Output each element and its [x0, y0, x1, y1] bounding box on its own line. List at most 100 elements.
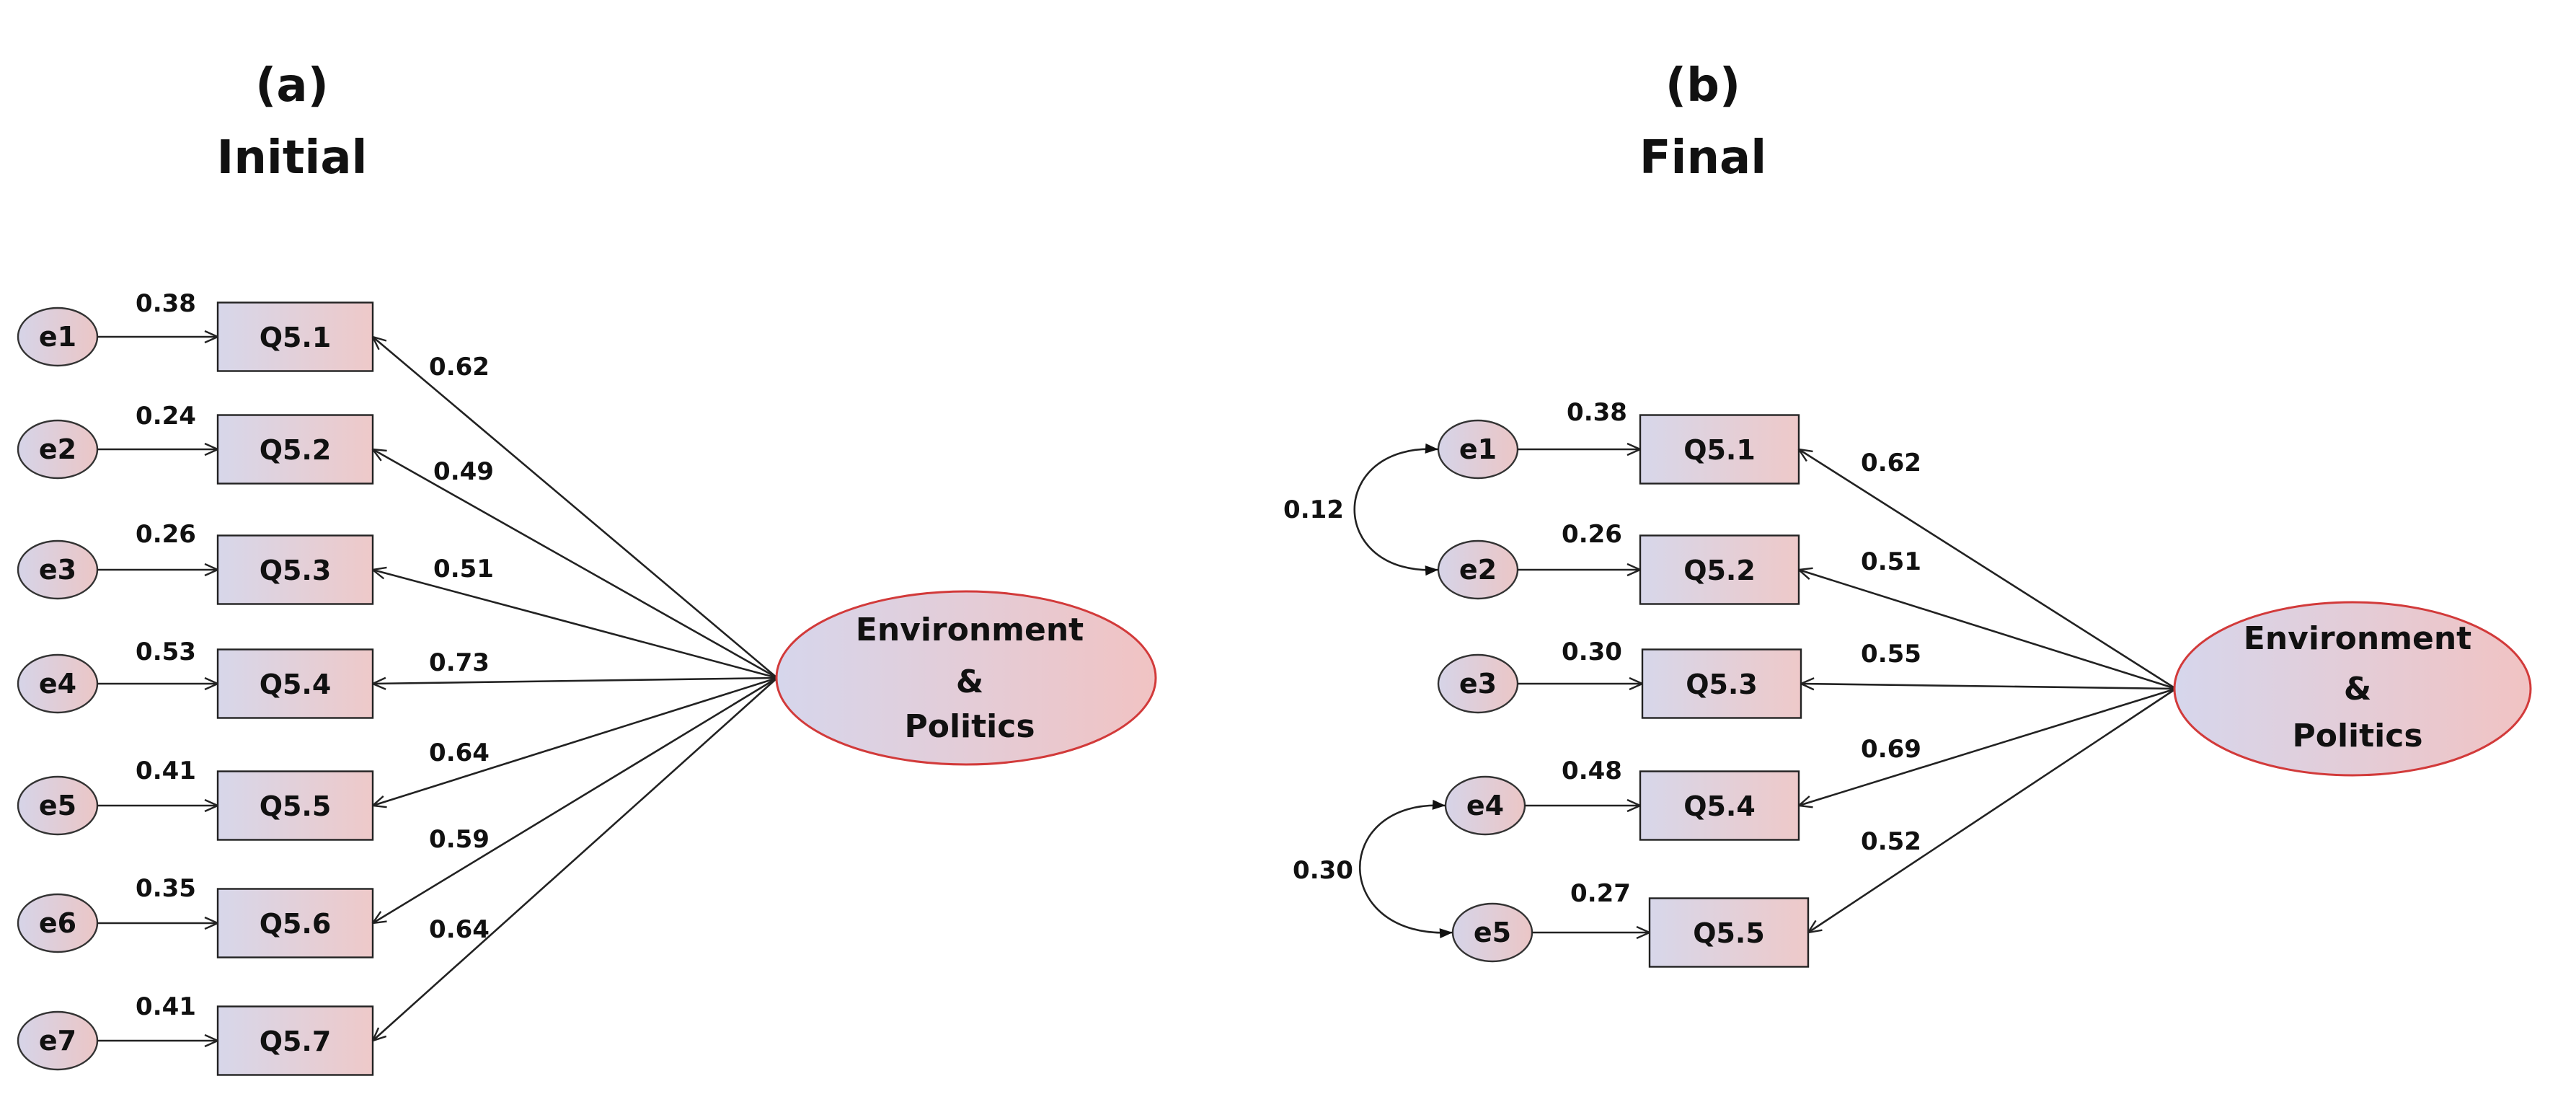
item-box-Q5.5: Q5.5	[1648, 897, 1810, 968]
error-label: e5	[1474, 917, 1511, 948]
loading-path-arrow	[373, 449, 778, 679]
item-label: Q5.5	[260, 790, 332, 822]
item-label: Q5.2	[260, 434, 332, 466]
loading-label: 0.51	[433, 555, 494, 583]
item-box-Q5.4: Q5.4	[1639, 770, 1800, 841]
loading-label: 0.62	[429, 353, 490, 382]
panel-b-label: (b)	[1665, 59, 1740, 113]
error-term-e2: e2	[17, 419, 99, 480]
covariance-e4-e5: 0.30	[1293, 799, 1453, 939]
item-box-Q5.7: Q5.7	[216, 1005, 374, 1076]
loading-path-arrow	[1799, 449, 2177, 690]
item-box-Q5.3: Q5.3	[1641, 648, 1802, 719]
item-box-Q5.3: Q5.3	[216, 534, 374, 605]
error-term-e7: e7	[17, 1010, 99, 1071]
loading-path-arrow	[373, 676, 778, 923]
loading-label: 0.62	[1861, 449, 1921, 477]
indicator-row: e3 0.26 Q5.3 0.51	[17, 520, 778, 679]
item-label: Q5.1	[260, 322, 332, 353]
loading-path-arrow	[373, 678, 778, 684]
error-label: e3	[39, 554, 76, 586]
item-label: Q5.4	[1683, 790, 1756, 822]
item-label: Q5.7	[260, 1026, 332, 1057]
loading-label: 0.55	[1861, 640, 1921, 669]
error-label: e4	[1466, 790, 1504, 821]
error-variance-label: 0.26	[1562, 520, 1622, 549]
error-term-e1: e1	[17, 307, 99, 367]
error-label: e5	[39, 790, 76, 821]
latent-environment-politics: Environment & Politics	[2173, 601, 2532, 777]
error-label: e2	[39, 433, 76, 465]
loading-path-arrow	[1799, 687, 2177, 806]
covariance-label: 0.12	[1283, 495, 1344, 524]
loading-label: 0.69	[1861, 735, 1921, 764]
error-term-e3: e3	[1437, 653, 1519, 714]
latent-label-line3: Politics	[904, 708, 1035, 745]
loading-path-arrow	[373, 677, 778, 1041]
error-variance-label: 0.38	[1567, 398, 1627, 427]
item-label: Q5.2	[1683, 555, 1756, 586]
loading-label: 0.73	[429, 648, 490, 677]
panel-a-title: Initial	[217, 131, 368, 185]
error-label: e1	[1459, 433, 1497, 465]
error-term-e6: e6	[17, 893, 99, 953]
error-variance-label: 0.35	[136, 874, 196, 903]
item-label: Q5.6	[260, 908, 332, 940]
item-box-Q5.4: Q5.4	[216, 648, 374, 719]
item-box-Q5.5: Q5.5	[216, 770, 374, 841]
error-term-e5: e5	[17, 775, 99, 836]
error-term-e5: e5	[1451, 902, 1533, 963]
panel-a-label: (a)	[255, 59, 329, 113]
error-term-e2: e2	[1437, 539, 1519, 600]
loading-label: 0.59	[429, 825, 490, 854]
indicator-row: e3 0.30 Q5.3 0.55	[1437, 638, 2177, 719]
error-label: e6	[39, 907, 76, 939]
loading-path-arrow	[1801, 684, 2177, 689]
error-term-e1: e1	[1437, 419, 1519, 480]
error-variance-label: 0.26	[136, 520, 196, 549]
loading-path-arrow	[373, 570, 778, 679]
error-term-e4: e4	[17, 653, 99, 714]
item-label: Q5.5	[1693, 917, 1765, 949]
error-label: e2	[1459, 554, 1497, 586]
loading-path-arrow	[1799, 570, 2177, 690]
error-variance-label: 0.48	[1562, 757, 1622, 785]
covariance-arc	[1353, 443, 1439, 576]
item-label: Q5.4	[260, 669, 332, 700]
covariance-arc	[1359, 799, 1453, 939]
error-variance-label: 0.41	[136, 757, 196, 785]
loading-path-arrow	[1808, 687, 2177, 933]
error-variance-label: 0.24	[136, 402, 196, 431]
loading-path-arrow	[373, 676, 778, 806]
error-variance-label: 0.41	[136, 992, 196, 1021]
error-variance-label: 0.30	[1562, 638, 1622, 666]
loading-label: 0.64	[429, 739, 490, 767]
latent-label-line2: &	[956, 664, 983, 700]
loading-path-arrow	[373, 337, 778, 679]
item-box-Q5.6: Q5.6	[216, 888, 374, 958]
panel-b-title: Final	[1639, 131, 1766, 185]
latent-label-line3: Politics	[2292, 718, 2422, 754]
item-box-Q5.1: Q5.1	[1639, 414, 1800, 485]
error-term-e3: e3	[17, 539, 99, 600]
error-variance-label: 0.38	[136, 289, 196, 318]
covariance-label: 0.30	[1293, 856, 1353, 885]
loading-label: 0.64	[429, 915, 490, 944]
error-variance-label: 0.53	[136, 638, 196, 666]
error-label: e3	[1459, 668, 1497, 700]
error-label: e4	[39, 668, 76, 700]
error-label: e7	[39, 1025, 76, 1057]
loading-label: 0.49	[433, 457, 494, 486]
error-label: e1	[39, 321, 76, 353]
item-box-Q5.1: Q5.1	[216, 301, 374, 372]
latent-label-line1: Environment	[856, 612, 1084, 648]
